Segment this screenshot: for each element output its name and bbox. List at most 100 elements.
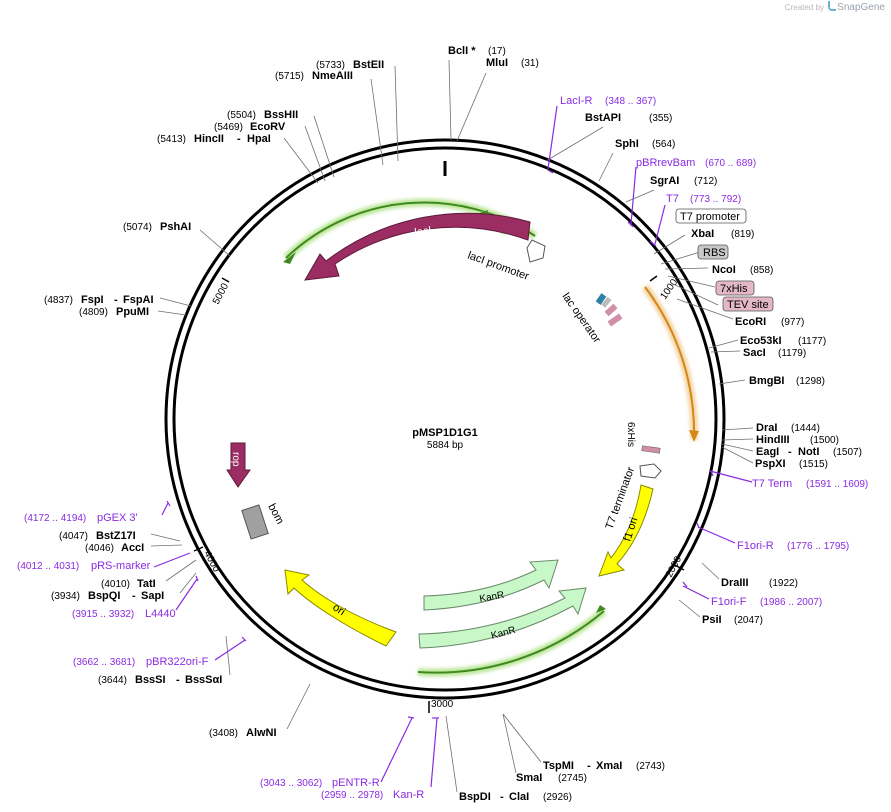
svg-text:SgrAI: SgrAI: [650, 175, 679, 187]
svg-text:BssSαI: BssSαI: [185, 674, 222, 686]
svg-text:L4440: L4440: [145, 608, 176, 620]
feature-t7-promoter[interactable]: T7 promoter: [675, 208, 747, 224]
svg-text:SmaI: SmaI: [516, 772, 542, 784]
site-xbai[interactable]: XbaI (819): [691, 228, 754, 240]
primer-kan-r[interactable]: (2959 .. 2978) Kan-R: [321, 789, 424, 801]
svg-text:-: -: [176, 674, 180, 686]
primer-pentr-r[interactable]: (3043 .. 3062) pENTR-R: [260, 777, 380, 789]
svg-text:(5074): (5074): [123, 222, 152, 233]
site-tati[interactable]: (4010) TatI: [101, 578, 156, 590]
site-pspxi[interactable]: PspXI (1515): [755, 458, 828, 470]
site-hindiii[interactable]: HindIII (1500): [756, 434, 839, 446]
svg-text:(4047): (4047): [59, 531, 88, 542]
svg-text:(2959 .. 2978): (2959 .. 2978): [321, 790, 383, 801]
site-bsshii[interactable]: (5504) BssHII: [227, 109, 298, 121]
primer-f1ori-r[interactable]: F1ori-R (1776 .. 1795): [737, 540, 849, 552]
site-drai[interactable]: DraI (1444): [756, 422, 820, 434]
site-bsssi[interactable]: (3644) BssSI - BssSαI: [98, 674, 222, 686]
site-bmgbi[interactable]: BmgBI (1298): [749, 375, 825, 387]
svg-text:(17): (17): [488, 46, 506, 57]
svg-text:NmeAIII: NmeAIII: [312, 70, 353, 82]
site-psii[interactable]: PsiI (2047): [702, 614, 763, 626]
site-eagi-noti[interactable]: EagI - NotI (1507): [756, 446, 862, 458]
svg-text:BssSI: BssSI: [135, 674, 166, 686]
site-nmeaiii[interactable]: (5715) NmeAIII: [275, 70, 353, 82]
svg-text:SapI: SapI: [141, 590, 164, 602]
svg-text:(4837): (4837): [44, 295, 73, 306]
feature-tev-site[interactable]: TEV site: [722, 296, 774, 312]
feature-7xhis[interactable]: 7xHis: [715, 280, 755, 296]
site-bcli[interactable]: BclI * (17): [448, 45, 506, 57]
svg-text:(564): (564): [652, 139, 675, 150]
site-acci[interactable]: (4046) AccI: [85, 542, 144, 554]
svg-text:BstEII: BstEII: [353, 59, 384, 71]
svg-text:(5733): (5733): [316, 60, 345, 71]
site-bstapi[interactable]: BstAPI (355): [585, 112, 672, 124]
kanr-label-1: KanR: [479, 590, 506, 605]
site-bstz17i[interactable]: (4047) BstZ17I: [59, 530, 136, 542]
svg-text:SphI: SphI: [615, 138, 639, 150]
site-mlui[interactable]: MluI (31): [486, 57, 539, 69]
site-alwni[interactable]: (3408) AlwNI: [209, 727, 277, 739]
site-ecori[interactable]: EcoRI (977): [735, 316, 804, 328]
primer-laci-r[interactable]: LacI-R (348 .. 367): [560, 95, 656, 107]
svg-text:XmaI: XmaI: [596, 760, 622, 772]
site-bspqi-sapi[interactable]: (3934) BspQI - SapI: [51, 590, 164, 602]
svg-text:(1179): (1179): [778, 348, 806, 359]
svg-text:(1591 .. 1609): (1591 .. 1609): [806, 479, 868, 490]
site-saci[interactable]: SacI (1179): [743, 347, 806, 359]
svg-text:MluI: MluI: [486, 57, 508, 69]
site-draiii[interactable]: DraIII (1922): [721, 577, 798, 589]
primer-pbr322ori-f[interactable]: (3662 .. 3681) pBR322ori-F: [73, 656, 209, 668]
primer-l4440[interactable]: (3915 .. 3932) L4440: [72, 608, 176, 620]
svg-text:T7 promoter: T7 promoter: [680, 211, 740, 223]
svg-text:-: -: [788, 446, 792, 458]
svg-text:BspDI: BspDI: [459, 791, 491, 803]
lac-operator-label: lac operator: [560, 291, 603, 346]
primer-f1ori-f[interactable]: F1ori-F (1986 .. 2007): [711, 596, 822, 608]
site-eco53ki[interactable]: Eco53kI (1177): [740, 335, 826, 347]
svg-text:(31): (31): [521, 58, 539, 69]
svg-text:TatI: TatI: [137, 578, 156, 590]
site-ncoi[interactable]: NcoI (858): [712, 264, 773, 276]
kanr-arrow-2: [418, 587, 587, 649]
svg-text:DraI: DraI: [756, 422, 777, 434]
svg-text:F1ori-F: F1ori-F: [711, 596, 747, 608]
feature-rbs[interactable]: RBS: [697, 244, 729, 260]
site-hincii-hpai[interactable]: (5413) HincII - HpaI: [157, 133, 271, 145]
svg-text:BclI *: BclI *: [448, 45, 476, 57]
svg-text:(5469): (5469): [214, 122, 243, 133]
site-smai[interactable]: SmaI (2745): [516, 772, 587, 784]
site-pshai[interactable]: (5074) PshAI: [123, 221, 191, 233]
his-box-mark: [604, 303, 618, 317]
svg-text:T7: T7: [666, 193, 679, 205]
f1-ori-arrow: [598, 484, 654, 577]
svg-text:(4046): (4046): [85, 543, 114, 554]
site-sgrai[interactable]: SgrAI (712): [650, 175, 717, 187]
primer-t7-term[interactable]: T7 Term (1591 .. 1609): [752, 478, 868, 490]
tick-3000: 3000: [428, 699, 454, 713]
site-tspmi-xmai[interactable]: TspMI - XmaI (2743): [543, 760, 665, 772]
site-sphi[interactable]: SphI (564): [615, 138, 675, 150]
svg-text:pGEX 3': pGEX 3': [97, 512, 138, 524]
site-bsteii[interactable]: (5733) BstEII: [316, 59, 384, 71]
primer-pgex3[interactable]: (4172 .. 4194) pGEX 3': [24, 512, 138, 524]
svg-text:(3408): (3408): [209, 728, 238, 739]
site-ecorv[interactable]: (5469) EcoRV: [214, 121, 286, 133]
svg-text:Kan-R: Kan-R: [393, 789, 424, 801]
svg-text:BssHII: BssHII: [264, 109, 298, 121]
svg-text:HindIII: HindIII: [756, 434, 790, 446]
svg-text:Eco53kI: Eco53kI: [740, 335, 782, 347]
primer-t7[interactable]: T7 (773 .. 792): [666, 193, 741, 205]
primer-pbrrevbam[interactable]: pBRrevBam (670 .. 689): [636, 157, 756, 169]
site-leaders: [150, 59, 754, 793]
site-fspi-fspai[interactable]: (4837) FspI - FspAI: [44, 294, 154, 306]
svg-text:-: -: [237, 133, 241, 145]
svg-text:(1444): (1444): [791, 423, 820, 434]
primer-prs-marker[interactable]: (4012 .. 4031) pRS-marker: [17, 560, 151, 572]
site-ppumi[interactable]: (4809) PpuMI: [79, 306, 149, 318]
rop-arrow: [226, 442, 251, 488]
svg-text:pBR322ori-F: pBR322ori-F: [146, 656, 209, 668]
lac-operator-box: [595, 293, 607, 305]
site-bspdi-clai[interactable]: BspDI - ClaI (2926): [459, 791, 572, 803]
